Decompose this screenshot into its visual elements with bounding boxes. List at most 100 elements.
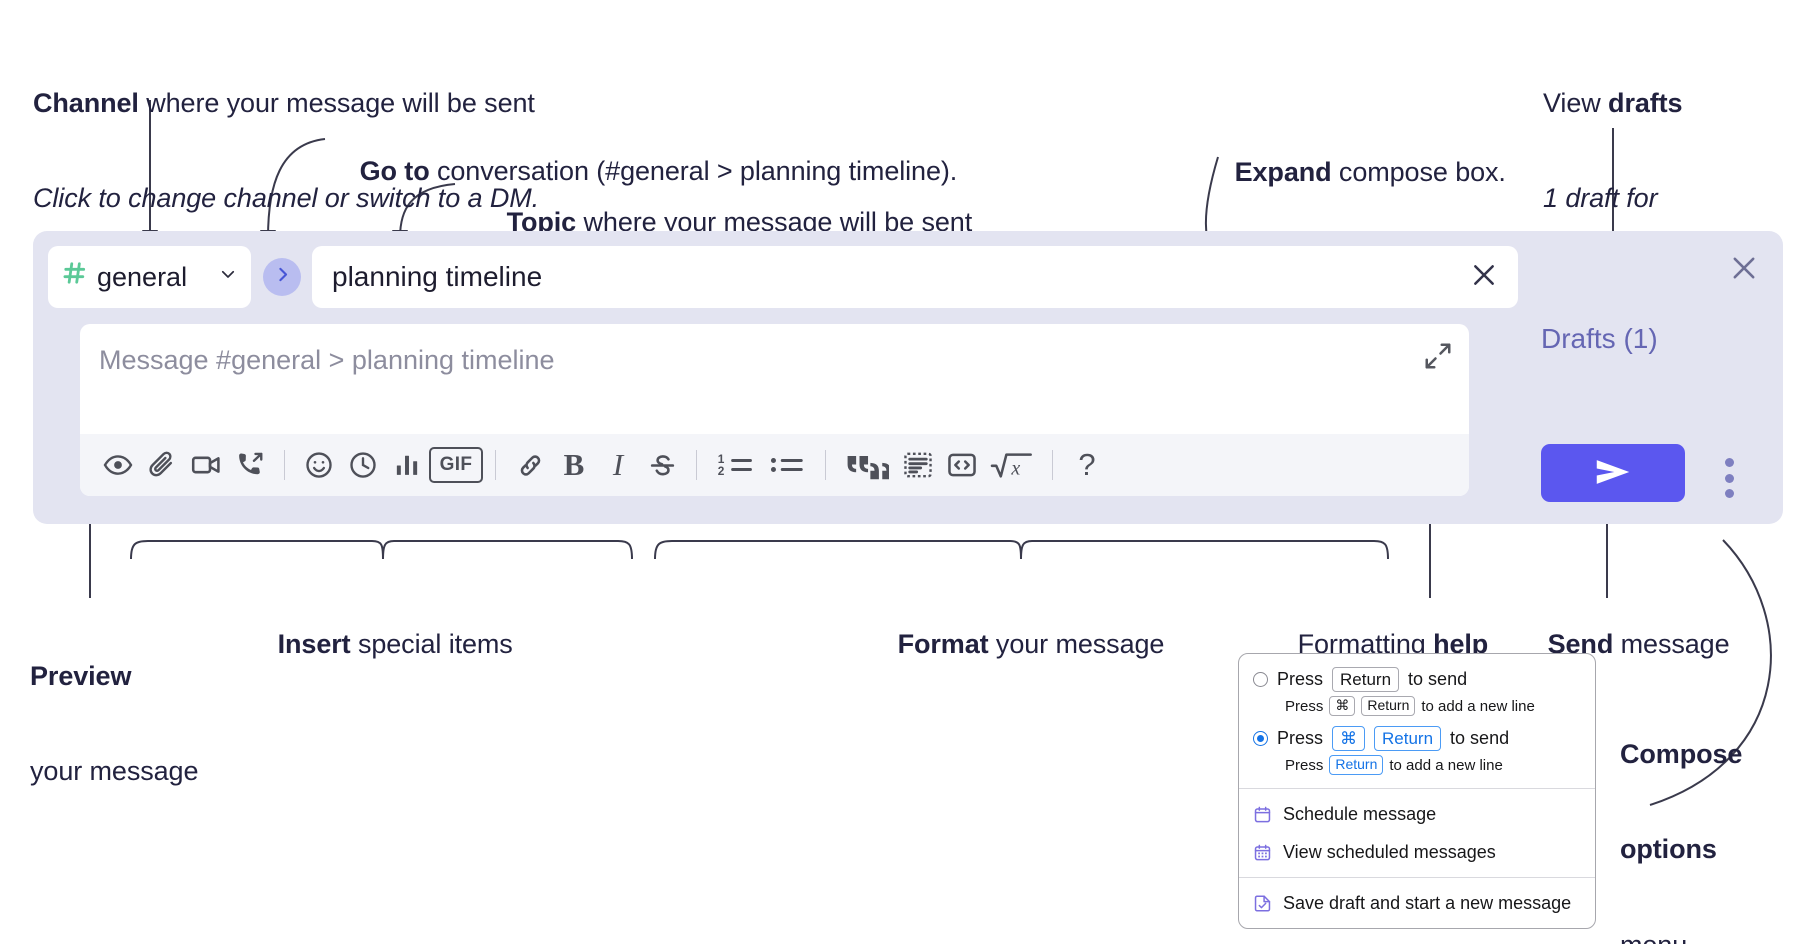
goto-conversation-button[interactable] xyxy=(263,258,301,296)
annotation-channel: Channel where your message will be sent … xyxy=(33,24,539,279)
annotation-send: Send message xyxy=(1518,597,1730,693)
menu-divider xyxy=(1239,788,1595,789)
annotation-goto: Go to conversation (#general > planning … xyxy=(330,124,958,220)
emoji-icon[interactable] xyxy=(297,443,341,487)
annotation-insert: Insert special items xyxy=(248,597,513,693)
annotation-insert-bold: Insert xyxy=(277,628,351,659)
annotation-format-rest: your message xyxy=(988,628,1165,659)
annotation-send-rest: message xyxy=(1613,628,1730,659)
annotation-format: Format your message xyxy=(868,597,1165,693)
annotation-channel-sub: Click to change channel or switch to a D… xyxy=(33,183,540,214)
ordered-list-icon[interactable]: 1 2 xyxy=(709,443,761,487)
svg-text:1: 1 xyxy=(718,452,725,466)
radio-icon-selected[interactable] xyxy=(1253,731,1268,746)
help-label: ? xyxy=(1078,447,1096,482)
menu-item-save-draft[interactable]: Save draft and start a new message xyxy=(1239,884,1595,922)
annotation-insert-rest: special items xyxy=(350,628,513,659)
annotation-preview: Preview your message xyxy=(30,597,198,852)
chevron-right-icon xyxy=(274,266,291,288)
channel-name: general xyxy=(97,261,188,292)
toolbar-separator xyxy=(284,450,285,480)
drafts-link[interactable]: Drafts (1) xyxy=(1541,323,1658,354)
formatting-toolbar: GIF B I xyxy=(80,434,1469,496)
code-block-icon[interactable] xyxy=(896,443,940,487)
close-compose-icon[interactable] xyxy=(1727,251,1761,285)
channel-selector[interactable]: general xyxy=(48,246,251,308)
bold-label: B xyxy=(563,447,585,482)
calendar-grid-icon xyxy=(1253,843,1272,862)
radio-option-return[interactable]: Press Return to send xyxy=(1239,666,1595,693)
annotation-compose-options: Compose options menu xyxy=(1620,675,1742,944)
annotation-compose-line1: Compose xyxy=(1620,738,1743,769)
bold-icon[interactable]: B xyxy=(552,443,596,487)
key-command: ⌘ xyxy=(1332,725,1366,752)
kebab-dot xyxy=(1724,458,1734,467)
svg-text:2: 2 xyxy=(718,464,725,478)
annotation-goto-rest: conversation (#general > planning timeli… xyxy=(429,155,958,186)
radio-prefix: Press xyxy=(1277,669,1324,689)
calendar-icon xyxy=(1253,805,1272,824)
menu-item-schedule-message[interactable]: Schedule message xyxy=(1239,795,1595,833)
inline-code-icon[interactable] xyxy=(940,443,984,487)
radio-icon[interactable] xyxy=(1253,672,1268,687)
annotation-goto-bold: Go to xyxy=(359,155,430,186)
strikethrough-icon[interactable] xyxy=(640,443,684,487)
menu-item-label: Save draft and start a new message xyxy=(1283,892,1572,913)
expand-compose-icon[interactable] xyxy=(1423,341,1453,371)
blockquote-icon[interactable] xyxy=(838,443,896,487)
topic-input[interactable]: planning timeline xyxy=(312,246,1518,308)
italic-label: I xyxy=(612,447,624,482)
key-return: Return xyxy=(1374,725,1442,752)
italic-icon[interactable]: I xyxy=(596,443,640,487)
phone-forward-icon[interactable] xyxy=(228,443,272,487)
key-return: Return xyxy=(1332,666,1400,693)
radio-prefix: Press xyxy=(1277,728,1324,748)
annotation-expand: Expand compose box. xyxy=(1205,125,1506,221)
annotation-format-bold: Format xyxy=(897,628,989,659)
radio-option-return-sub: Press ⌘ Return to add a new line xyxy=(1239,693,1595,719)
math-icon[interactable]: x xyxy=(984,443,1040,487)
toolbar-separator xyxy=(696,450,697,480)
bulleted-list-icon[interactable] xyxy=(761,443,813,487)
menu-divider xyxy=(1239,877,1595,878)
radio-suffix: to send xyxy=(1450,728,1510,748)
topic-clear-icon[interactable] xyxy=(1468,259,1500,296)
key-return: Return xyxy=(1361,696,1416,716)
kebab-dot xyxy=(1724,489,1734,498)
clock-icon[interactable] xyxy=(341,443,385,487)
radio-sub-prefix: Press xyxy=(1285,756,1324,774)
annotation-expand-rest: compose box. xyxy=(1331,156,1506,187)
compose-panel: general planning timeline xyxy=(33,231,1783,524)
svg-text:x: x xyxy=(1010,457,1020,479)
toolbar-separator xyxy=(495,450,496,480)
annotation-channel-rest: where your message will be sent xyxy=(138,87,535,118)
send-message-button[interactable] xyxy=(1541,444,1685,502)
gif-label: GIF xyxy=(429,447,483,483)
radio-sub-suffix: to add a new line xyxy=(1389,756,1503,774)
chevron-down-icon xyxy=(219,265,237,283)
annotation-drafts-plain: View xyxy=(1543,87,1609,118)
bar-chart-icon[interactable] xyxy=(385,443,429,487)
help-icon[interactable]: ? xyxy=(1065,443,1109,487)
compose-options-menu: Press Return to send Press ⌘ Return to a… xyxy=(1238,653,1596,929)
radio-sub-prefix: Press xyxy=(1285,697,1324,715)
preview-icon[interactable] xyxy=(96,443,140,487)
gif-icon[interactable]: GIF xyxy=(429,443,483,487)
link-icon[interactable] xyxy=(508,443,552,487)
menu-item-view-scheduled[interactable]: View scheduled messages xyxy=(1239,833,1595,871)
annotation-compose-line3: menu xyxy=(1620,930,1742,944)
attachment-icon[interactable] xyxy=(140,443,184,487)
radio-option-cmd-return[interactable]: Press ⌘ Return to send xyxy=(1239,725,1595,752)
topic-value: planning timeline xyxy=(332,261,543,292)
compose-options-button[interactable] xyxy=(1716,458,1742,498)
annotation-expand-bold: Expand xyxy=(1234,156,1332,187)
message-composer[interactable]: Message #general > planning timeline xyxy=(80,324,1469,496)
kebab-dot xyxy=(1724,473,1734,483)
menu-item-label: Schedule message xyxy=(1283,803,1437,824)
annotation-preview-line2: your message xyxy=(30,756,199,787)
radio-sub-suffix: to add a new line xyxy=(1421,697,1535,715)
video-camera-icon[interactable] xyxy=(184,443,228,487)
hash-icon xyxy=(62,260,88,292)
annotation-drafts-sub1: 1 draft for xyxy=(1543,183,1658,214)
annotation-drafts-bold: drafts xyxy=(1608,87,1683,118)
